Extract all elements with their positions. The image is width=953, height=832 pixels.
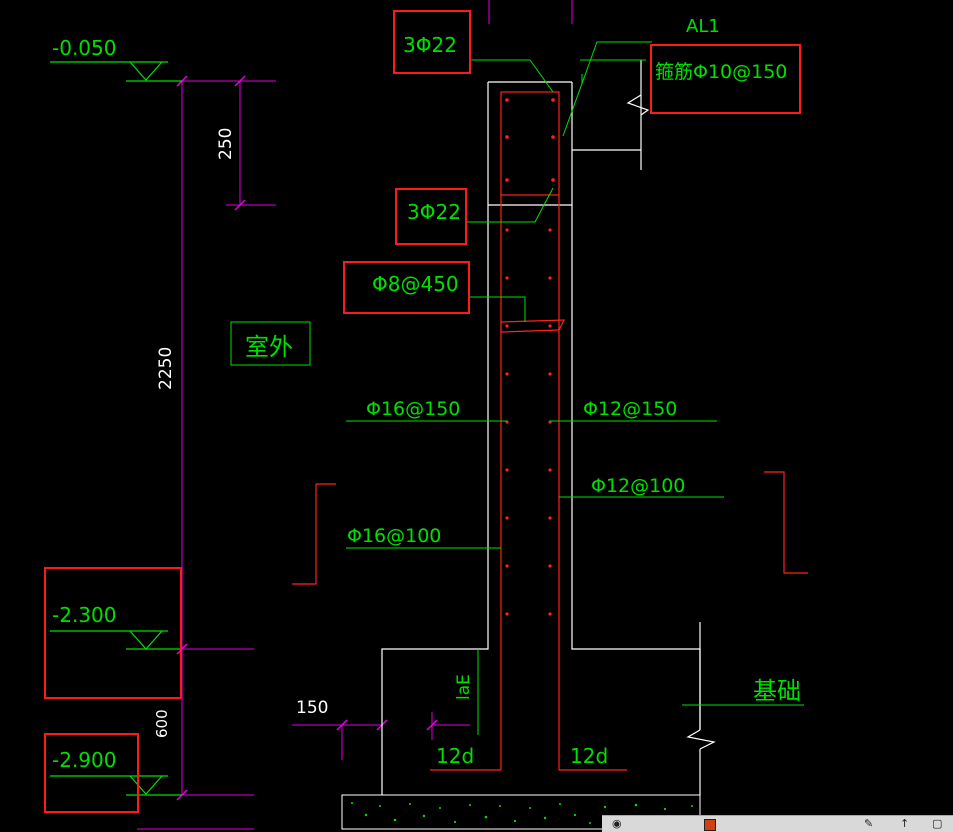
status-strip: ◉ ✎ ↑ ▢ [602, 815, 953, 832]
tie-label: Φ8@450 [372, 272, 459, 296]
anchor-left-label: 12d [436, 744, 474, 768]
beam-label: AL1 [686, 16, 720, 37]
elevation-bottom-label: -2.900 [52, 748, 116, 772]
outer-vertical-bottom-label: Φ16@100 [347, 525, 441, 547]
status-icon: ◉ [612, 817, 622, 830]
dimension-250-label: 250 [216, 128, 236, 160]
dimension-600-label: 600 [153, 709, 171, 738]
rebar [292, 91, 808, 771]
rebar-dots [505, 98, 555, 616]
lae-label: laE [454, 674, 474, 700]
stirrup-label: 箍筋Φ10@150 [655, 61, 787, 83]
inner-vertical-top-label: Φ12@150 [583, 398, 677, 420]
elevation-mid-label: -2.300 [52, 603, 116, 627]
outside-label-box [230, 321, 311, 366]
dimension-150-label: 150 [296, 698, 328, 718]
outside-label: 室外 [245, 333, 293, 361]
outer-vertical-top-label: Φ16@150 [366, 398, 460, 420]
up-arrow-icon: ↑ [900, 817, 910, 830]
wall-outline [381, 60, 716, 795]
elevation-marker-bottom [50, 775, 182, 796]
window-icon: ▢ [932, 817, 943, 830]
elevation-marker-mid [50, 630, 182, 650]
leader-lines [346, 41, 804, 735]
elevation-top-label: -0.050 [52, 36, 116, 60]
anchor-right-label: 12d [570, 744, 608, 768]
bottom-bars-label: 3Φ22 [407, 200, 461, 224]
edit-icon: ✎ [864, 817, 874, 830]
highlight-boxes [44, 10, 801, 813]
status-swatch [704, 819, 716, 831]
foundation-label: 基础 [753, 677, 801, 705]
inner-vertical-bottom-label: Φ12@100 [591, 475, 685, 497]
dimension-2250-label: 2250 [156, 347, 176, 390]
dimension-lines [137, 0, 573, 830]
top-bars-label: 3Φ22 [403, 33, 457, 57]
elevation-marker-top [50, 61, 182, 82]
